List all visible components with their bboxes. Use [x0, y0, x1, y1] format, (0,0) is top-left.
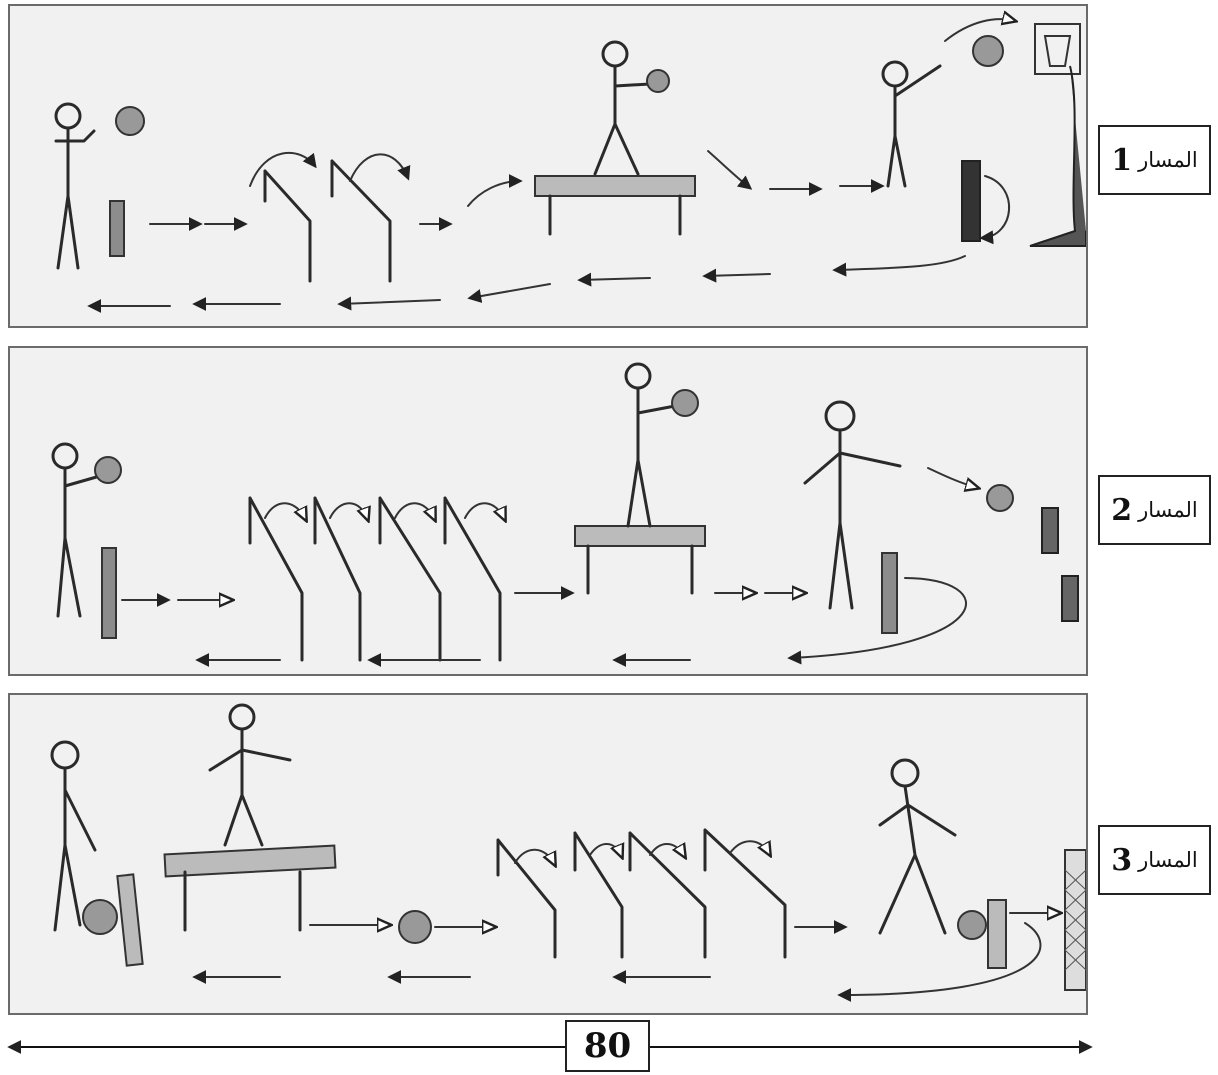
track-1-label: المسار 1: [1098, 125, 1211, 195]
track-2-return-arrow: [790, 578, 966, 658]
track-2-balance-bench: [575, 526, 705, 593]
track-2-cone: [102, 548, 116, 638]
length-scale-value: 80: [565, 1020, 650, 1072]
track-3-panel: [8, 693, 1088, 1015]
track-1-balance-bench: [535, 176, 695, 234]
track-3-label-number: 3: [1111, 843, 1132, 878]
track-3-goal-net: [1065, 850, 1086, 990]
track-3-label: المسار 3: [1098, 825, 1211, 895]
track-2-arrow: [928, 468, 978, 488]
track-3-player-bench: [210, 705, 290, 845]
track-1-arrow: [982, 176, 1009, 238]
track-3-player-start: [52, 742, 117, 934]
track-1-hurdle: [250, 153, 315, 281]
track-2-hurdle: [380, 498, 440, 660]
track-1-return-arrow: [705, 274, 770, 276]
track-2-player-bench: [626, 364, 698, 526]
track-2-hurdle: [315, 498, 368, 660]
track-1-cone: [962, 161, 980, 241]
track-3-label-word: المسار: [1138, 848, 1198, 872]
track-3-balance-bench: [165, 846, 336, 930]
track-1-arrow: [468, 181, 520, 206]
track-3-hurdle: [705, 830, 785, 957]
track-2-hurdle: [250, 498, 306, 660]
track-2-cone: [882, 553, 897, 633]
track-1-label-word: المسار: [1138, 148, 1198, 172]
track-2-bottle-targets: [1042, 508, 1078, 621]
track-3-cone: [988, 900, 1006, 968]
track-2-label-word: المسار: [1138, 498, 1198, 522]
track-2-hurdle: [445, 498, 505, 660]
track-3-hurdle: [498, 840, 555, 957]
track-1-arrow: [708, 151, 750, 188]
track-3-return-arrow: [840, 923, 1040, 995]
track-1-return-arrow: [470, 284, 550, 298]
track-1-return-arrow: [580, 278, 650, 280]
track-2-label-number: 2: [1111, 493, 1132, 528]
track-2-panel: [8, 346, 1088, 676]
track-1-cone: [110, 201, 124, 256]
track-3-ball: [399, 911, 431, 943]
track-1-player-start: [56, 104, 144, 268]
track-1-hurdle: [332, 154, 408, 281]
track-1-player-shooter: [883, 19, 1015, 186]
track-3-cone: [117, 874, 142, 965]
track-1-basketball-hoop: [1030, 24, 1086, 246]
track-3-player-kicker: [880, 760, 955, 933]
track-1-player-bench: [595, 42, 669, 174]
track-1-panel: [8, 4, 1088, 328]
track-1-label-number: 1: [1111, 143, 1132, 178]
track-3-hurdle: [575, 833, 622, 957]
track-3-ball: [958, 911, 986, 939]
track-1-return-arrow: [340, 300, 440, 304]
track-2-label: المسار 2: [1098, 475, 1211, 545]
track-2-ball: [987, 485, 1013, 511]
track-1-return-arrow: [835, 256, 965, 270]
track-3-hurdle: [630, 833, 705, 957]
